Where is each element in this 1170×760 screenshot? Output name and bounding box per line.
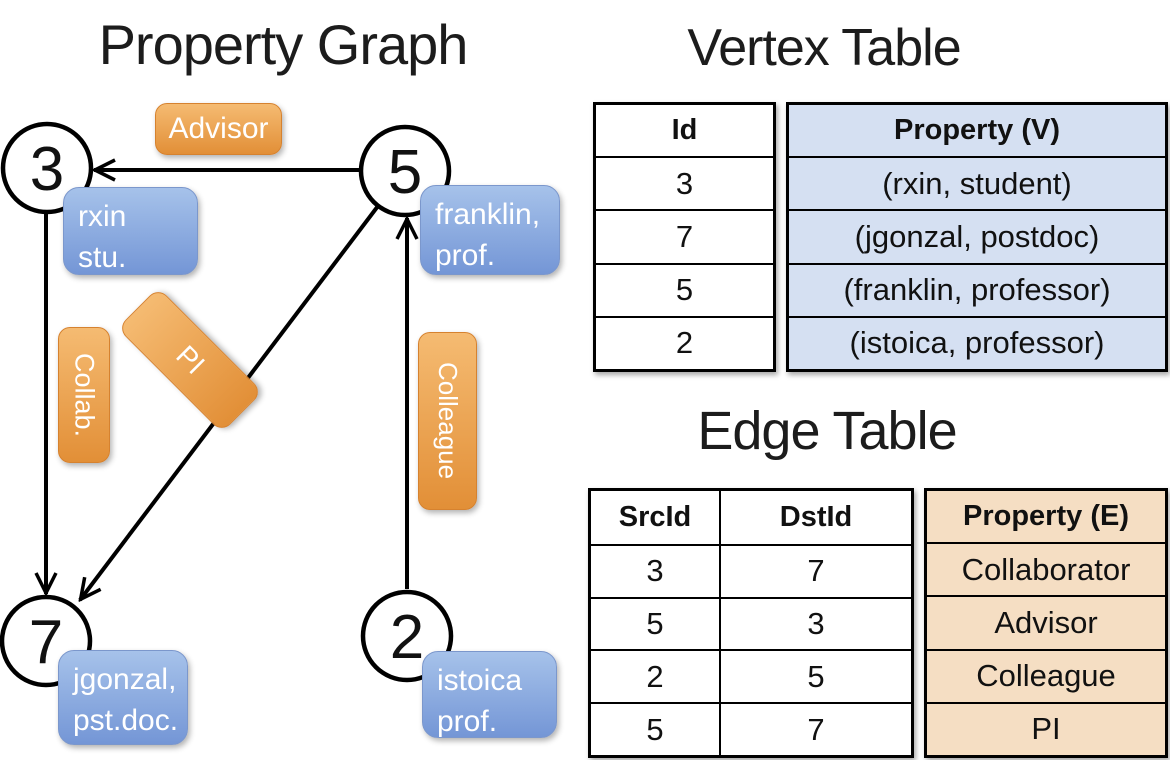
vertex-table-cell: (istoica, professor) xyxy=(789,315,1165,369)
vertex-property-line: stu. xyxy=(78,241,127,275)
edge-table-property-column: Property (E) Collaborator Advisor Collea… xyxy=(924,488,1168,758)
edge-table-cell: 5 xyxy=(591,596,719,650)
vertex-property-box-2: istoica prof. xyxy=(422,651,557,738)
edge-table-cell: 5 xyxy=(591,702,719,755)
edge-table-cell: PI xyxy=(927,701,1165,755)
edge-label-colleague: Colleague xyxy=(418,332,477,510)
edge-table-cell: 7 xyxy=(719,543,911,597)
graph-node-3-id: 3 xyxy=(30,135,64,204)
vertex-table-cell: 2 xyxy=(596,315,773,369)
vertex-table-cell: 5 xyxy=(596,262,773,316)
edge-table-cell: Colleague xyxy=(927,648,1165,702)
vertex-property-box-5: franklin, prof. xyxy=(420,185,560,275)
edge-table-cell: 3 xyxy=(591,543,719,597)
vertex-table-cell: (rxin, student) xyxy=(789,156,1165,209)
vertex-table-header-id: Id xyxy=(671,114,698,147)
edge-table-cell: 5 xyxy=(719,649,911,703)
edge-table-cell: 7 xyxy=(719,702,911,755)
property-graph-title: Property Graph xyxy=(98,13,469,76)
graph-node-7-id: 7 xyxy=(29,608,63,677)
edge-table-cell: Advisor xyxy=(927,595,1165,648)
vertex-property-box-3: rxin stu. xyxy=(63,187,198,275)
vertex-table-cell: (franklin, professor) xyxy=(789,262,1165,316)
edge-label-advisor: Advisor xyxy=(155,103,282,155)
vertex-table-id-column: Id 3 7 5 2 xyxy=(593,102,776,372)
vertex-table-title: Vertex Table xyxy=(687,19,961,77)
vertex-property-line: prof. xyxy=(435,239,496,273)
edge-table-cell: Collaborator xyxy=(927,542,1165,595)
vertex-table-cell: (jgonzal, postdoc) xyxy=(789,209,1165,262)
edge-table-header-dstid: DstId xyxy=(719,491,911,544)
graph-node-5-id: 5 xyxy=(388,138,422,207)
vertex-property-line: jgonzal, xyxy=(73,663,177,696)
vertex-property-line: istoica xyxy=(437,664,523,697)
vertex-property-line: pst.doc. xyxy=(73,704,179,738)
vertex-property-line: franklin, xyxy=(435,198,541,231)
edge-table-title: Edge Table xyxy=(697,401,957,461)
vertex-property-line: rxin xyxy=(78,200,127,233)
edge-table-src-dst-columns: SrcId DstId 3 7 5 3 2 5 5 7 xyxy=(588,488,914,758)
edge-table-header-property: Property (E) xyxy=(963,500,1129,533)
vertex-table-header-property: Property (V) xyxy=(894,114,1060,147)
vertex-property-line: prof. xyxy=(437,705,498,739)
vertex-table-cell: 7 xyxy=(596,209,773,262)
edge-table-cell: 2 xyxy=(591,649,719,702)
edge-label-collab: Collab. xyxy=(58,327,110,463)
graph-node-2-id: 2 xyxy=(390,603,424,672)
vertex-table-cell: 3 xyxy=(596,156,773,209)
edge-table-header-srcid: SrcId xyxy=(618,500,692,533)
vertex-property-box-7: jgonzal, pst.doc. xyxy=(58,650,188,745)
vertex-table-property-column: Property (V) (rxin, student) (jgonzal, p… xyxy=(786,102,1168,372)
edge-table-cell: 3 xyxy=(719,596,911,650)
